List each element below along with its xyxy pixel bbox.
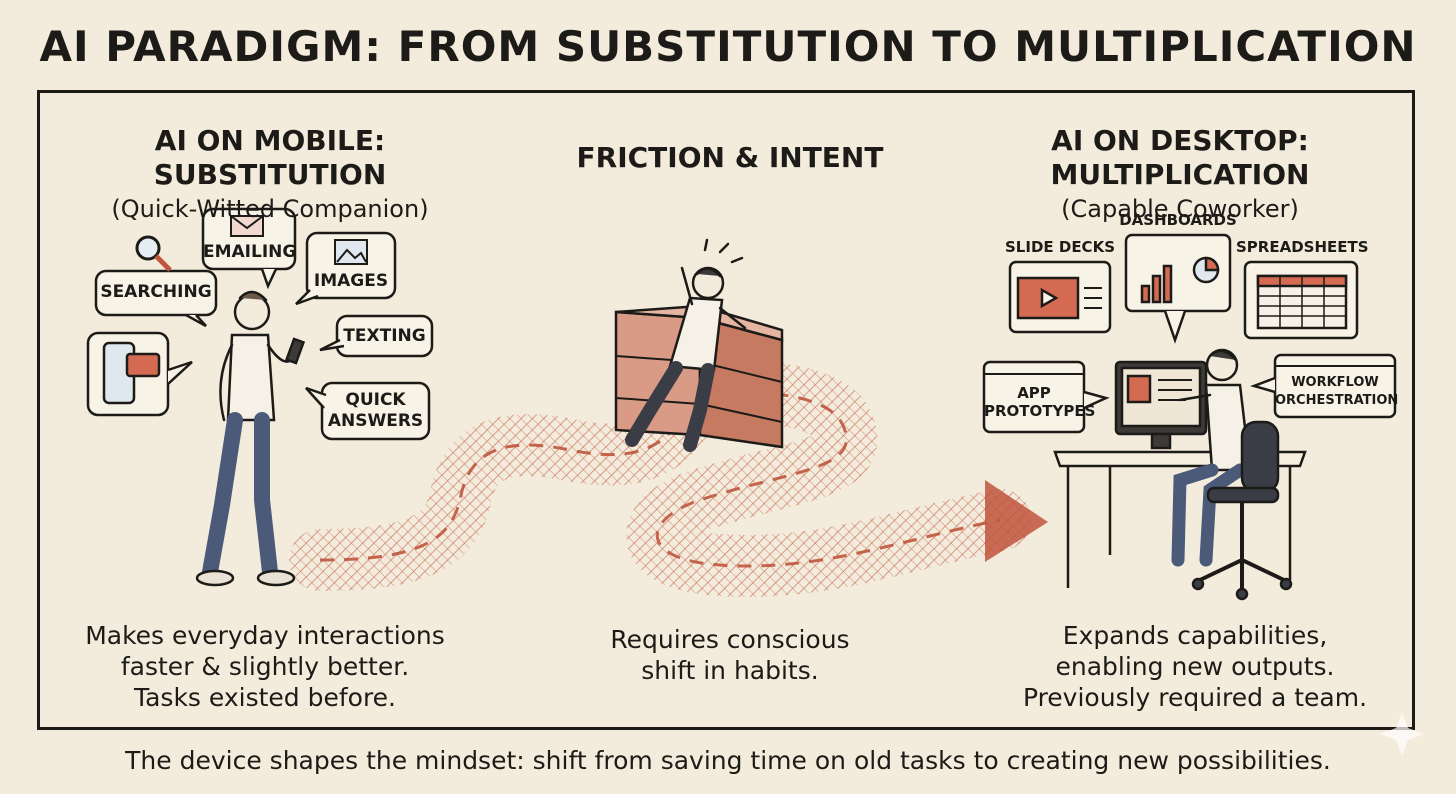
right-heading: AI ON DESKTOP: MULTIPLICATION (Capable C… (940, 124, 1420, 226)
slide-decks-label: SLIDE DECKS (1005, 238, 1115, 256)
search-icon (135, 235, 172, 272)
sparkle-icon (1380, 712, 1424, 756)
app-prototypes-line-1: APP (1017, 384, 1051, 402)
bubble-searching-label: SEARCHING (100, 282, 212, 302)
left-description: Makes everyday interactions faster & sli… (60, 620, 470, 713)
left-heading: AI ON MOBILE: SUBSTITUTION (Quick-Witted… (60, 124, 480, 226)
middle-desc-line-2: shift in habits. (641, 656, 819, 685)
right-description: Expands capabilities, enabling new outpu… (1000, 620, 1390, 713)
panel-app-prototypes (982, 360, 1110, 434)
workflow-orchestration-label: WORKFLOW ORCHESTRATION (1275, 374, 1399, 410)
left-desc-line-2: faster & slightly better. (120, 652, 410, 681)
person-pushing-wall (625, 238, 747, 452)
quick-answers-line-2: ANSWERS (327, 411, 424, 431)
quick-answers-line-1: QUICK (345, 390, 406, 410)
desktop-monitor (1114, 360, 1208, 450)
page-title: AI PARADIGM: FROM SUBSTITUTION TO MULTIP… (39, 22, 1417, 71)
right-desc-line-3: Previously required a team. (1022, 683, 1368, 712)
person-with-phone (195, 290, 306, 587)
panel-slide-decks (1008, 260, 1112, 334)
dashboards-label: DASHBOARDS (1119, 211, 1237, 229)
right-heading-title: AI ON DESKTOP: MULTIPLICATION (1050, 124, 1310, 191)
spreadsheets-label: SPREADSHEETS (1236, 238, 1369, 256)
winding-path-arrow (289, 362, 1048, 597)
right-heading-subtitle: (Capable Coworker) (1061, 195, 1299, 223)
workflow-line-2: ORCHESTRATION (1275, 393, 1399, 408)
workflow-line-1: WORKFLOW (1291, 375, 1379, 390)
office-chair (1191, 420, 1293, 601)
panel-workflow-orchestration (1250, 353, 1397, 419)
middle-desc-line-1: Requires conscious (610, 625, 850, 654)
right-desc-line-2: enabling new outputs. (1055, 652, 1335, 681)
bubble-images (295, 231, 397, 306)
panel-spreadsheets (1243, 260, 1359, 340)
app-prototypes-label: APP PROTOTYPES (984, 384, 1096, 420)
left-desc-line-1: Makes everyday interactions (85, 621, 445, 650)
bubble-quick-answers-label: QUICK ANSWERS (322, 390, 429, 432)
mail-icon (230, 215, 264, 237)
right-desc-line-1: Expands capabilities, (1062, 621, 1328, 650)
left-heading-title: AI ON MOBILE: SUBSTITUTION (153, 124, 387, 191)
middle-heading: FRICTION & INTENT (576, 141, 884, 174)
bubble-emailing (201, 207, 297, 290)
bubble-texting (319, 314, 434, 358)
footer-caption: The device shapes the mindset: shift fro… (125, 746, 1331, 775)
phone-chat-icon (86, 331, 193, 417)
bubble-searching (94, 269, 218, 328)
bubble-quick-answers (305, 381, 431, 441)
left-desc-line-3: Tasks existed before. (133, 683, 397, 712)
image-icon (334, 239, 368, 265)
bubble-texting-label: TEXTING (343, 326, 426, 346)
app-prototypes-line-2: PROTOTYPES (984, 402, 1096, 420)
middle-description: Requires conscious shift in habits. (580, 624, 880, 686)
panel-dashboards (1124, 233, 1232, 344)
bubble-images-label: IMAGES (313, 271, 389, 291)
left-heading-subtitle: (Quick-Witted Companion) (111, 195, 429, 223)
bubble-emailing-label: EMAILING (203, 242, 297, 262)
diagram-frame (37, 90, 1415, 730)
